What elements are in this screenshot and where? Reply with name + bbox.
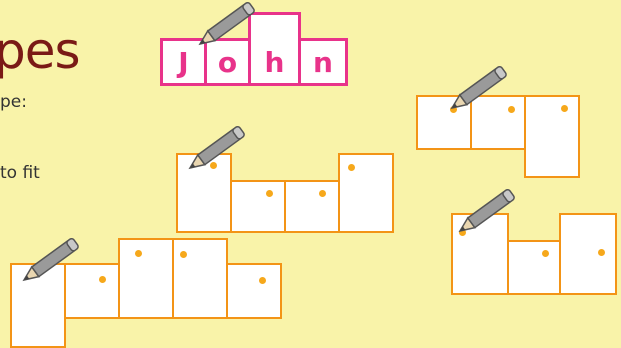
dot [135,250,142,257]
dot [99,276,106,283]
dot [180,251,187,258]
dot [348,164,355,171]
name-letter: n [313,46,333,79]
letter-box [284,180,340,233]
letter-box [118,238,174,319]
name-letter: h [265,46,285,79]
dot [561,105,568,112]
instruction-line-1: pe: [0,92,27,112]
pencil-icon [186,130,250,172]
pencil-icon [196,6,260,48]
letter-box [230,180,286,233]
letter-box [338,153,394,233]
dot [598,249,605,256]
pencil-icon [448,70,512,112]
letter-box [559,213,617,295]
name-letter: J [178,46,188,79]
dot [319,190,326,197]
pencil-icon [20,242,84,284]
letter-box [524,95,580,178]
letter-box [507,240,561,295]
dot [266,190,273,197]
letter-box [226,263,282,319]
pencil-icon [456,193,520,235]
instruction-line-2: to fit [0,163,40,183]
name-letter: o [218,46,237,79]
dot [259,277,266,284]
dot [542,250,549,257]
letter-box [172,238,228,319]
page-title: pes [0,26,80,76]
name-letter-cell: n [298,38,348,86]
